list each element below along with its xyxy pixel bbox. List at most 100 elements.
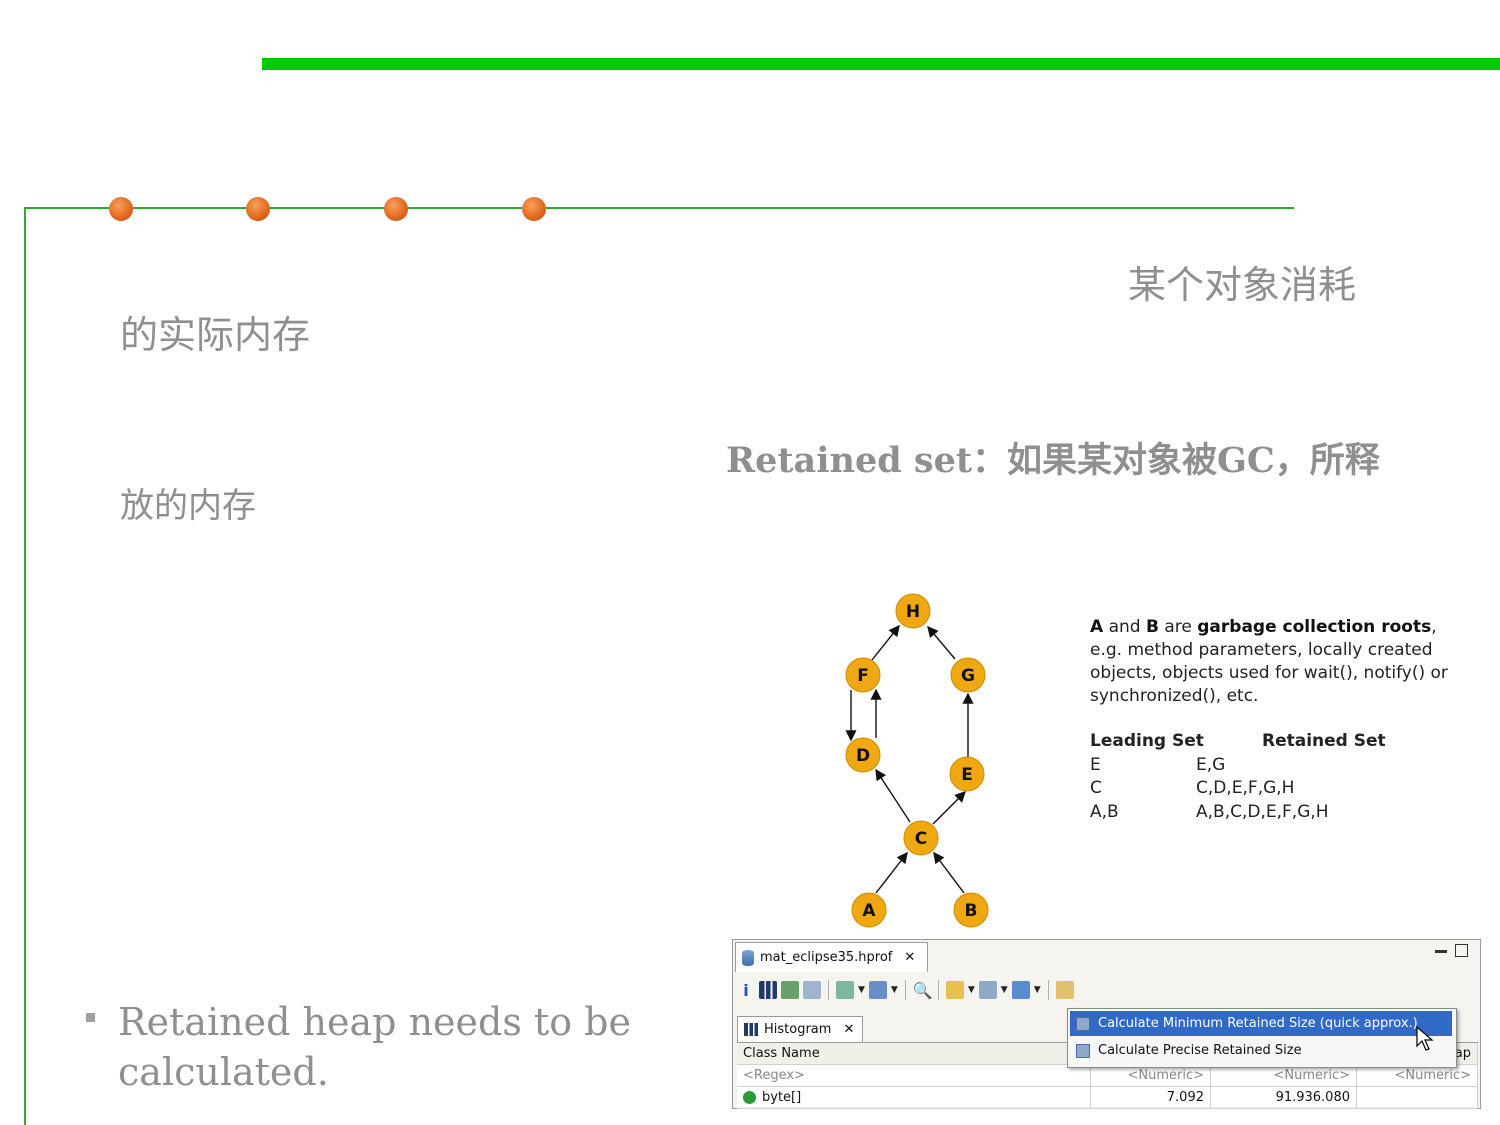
numeric-filter-input[interactable]: <Numeric> — [1211, 1065, 1357, 1086]
timeline-dot — [109, 197, 133, 221]
maximize-icon[interactable] — [1455, 944, 1468, 957]
retained-cell: C,D,E,F,G,H — [1196, 778, 1295, 798]
desc-rest: e.g. method parameters, locally created … — [1090, 640, 1448, 706]
toolbar-separator — [1047, 980, 1049, 1000]
export-icon[interactable] — [1011, 981, 1030, 999]
objects-cell: 7.092 — [1091, 1087, 1211, 1108]
search-icon[interactable]: 🔍 — [912, 981, 933, 1000]
query-browser-icon[interactable] — [868, 981, 887, 999]
node-h — [895, 593, 931, 629]
mat-toolbar: i ▼ ▼ 🔍 ▼ ▼ ▼ — [737, 974, 1457, 1006]
node-a-label: A — [862, 901, 876, 921]
timeline-dot — [246, 197, 270, 221]
node-g — [950, 657, 986, 693]
minimize-icon[interactable] — [1435, 950, 1447, 953]
menu-item-label: Calculate Precise Retained Size — [1098, 1043, 1302, 1058]
timeline-line — [24, 207, 1294, 209]
leading-cell: C — [1090, 778, 1102, 798]
node-b-label: B — [965, 901, 978, 921]
node-f — [845, 657, 881, 693]
menu-item-precise-retained[interactable]: Calculate Precise Retained Size — [1070, 1038, 1452, 1063]
dropdown-arrow-icon[interactable]: ▼ — [890, 985, 898, 995]
edge-f-h — [871, 624, 900, 661]
object-graph: H F G D E C A B — [845, 593, 989, 928]
node-c-label: C — [915, 829, 927, 849]
node-e — [949, 756, 985, 792]
node-g-label: G — [961, 666, 975, 686]
class-name: byte[] — [762, 1090, 802, 1105]
info-icon[interactable]: i — [743, 980, 749, 1000]
node-d-label: D — [856, 746, 870, 766]
table-row[interactable]: byte[] 7.092 91.936.080 — [737, 1087, 1478, 1109]
node-d — [845, 737, 881, 773]
table-row: A,B A,B,C,D,E,F,G,H — [1090, 801, 1386, 825]
dominator-tree-icon[interactable] — [781, 981, 799, 999]
desc-a: A — [1090, 617, 1104, 637]
calculator-icon — [1076, 1043, 1090, 1058]
class-name-cell: byte[] — [737, 1087, 1091, 1108]
cjk-text-left-2: 放的内存 — [120, 486, 256, 526]
node-f-label: F — [857, 666, 869, 686]
group-by-icon[interactable] — [945, 981, 964, 999]
filter-row: <Regex> <Numeric> <Numeric> <Numeric> — [737, 1065, 1478, 1087]
heap-dump-icon — [742, 949, 754, 966]
calculator-icon — [1076, 1016, 1090, 1031]
close-icon[interactable]: ✕ — [904, 950, 916, 965]
regex-filter-input[interactable]: <Regex> — [737, 1065, 1091, 1086]
numeric-filter-input[interactable]: <Numeric> — [1091, 1065, 1211, 1086]
edge-a-c — [875, 851, 908, 894]
mouse-cursor-icon — [1416, 1026, 1434, 1051]
header-leading-set: Leading Set — [1090, 731, 1204, 751]
close-icon[interactable]: ✕ — [843, 1022, 855, 1037]
retained-set-heading: Retained set：如果某对象被GC，所释 — [726, 440, 1380, 481]
node-b — [953, 892, 989, 928]
column-header[interactable]: Class Name — [737, 1043, 1091, 1064]
oql-icon[interactable] — [803, 981, 821, 999]
header-retained-set: Retained Set — [1262, 731, 1386, 751]
dropdown-arrow-icon[interactable]: ▼ — [1000, 985, 1008, 995]
class-icon — [743, 1091, 756, 1104]
column-header[interactable]: ap — [1357, 1043, 1478, 1064]
reports-icon[interactable] — [836, 981, 854, 999]
desc-comma: , — [1431, 617, 1437, 637]
dropdown-arrow-icon[interactable]: ▼ — [858, 985, 865, 995]
window-controls — [1435, 944, 1468, 957]
shallow-heap-cell: 91.936.080 — [1211, 1087, 1357, 1108]
histogram-icon — [744, 1023, 758, 1036]
node-e-label: E — [961, 765, 973, 785]
top-accent-bar — [262, 58, 1500, 70]
edge-b-c — [933, 851, 965, 894]
desc-and: and — [1103, 617, 1146, 637]
table-row: C C,D,E,F,G,H — [1090, 777, 1386, 801]
timeline-dot — [384, 197, 408, 221]
histogram-icon[interactable] — [759, 981, 777, 999]
bullet-mark — [86, 1013, 95, 1022]
cjk-text-left-1: 的实际内存 — [120, 313, 311, 357]
tab-histogram-label: Histogram — [764, 1022, 832, 1037]
editor-tab[interactable]: mat_eclipse35.hprof ✕ — [735, 942, 928, 972]
gc-roots-description: A and B are garbage collection roots, e.… — [1090, 616, 1490, 708]
edge-g-h — [927, 625, 956, 660]
left-border-line — [24, 207, 26, 1125]
tab-histogram[interactable]: Histogram ✕ — [737, 1016, 863, 1042]
menu-item-label: Calculate Minimum Retained Size (quick a… — [1098, 1016, 1418, 1031]
compare-icon[interactable] — [1055, 981, 1074, 999]
calculator-icon[interactable] — [978, 981, 997, 999]
menu-item-minimum-retained[interactable]: Calculate Minimum Retained Size (quick a… — [1070, 1011, 1452, 1036]
retained-cell: A,B,C,D,E,F,G,H — [1196, 801, 1329, 822]
retained-cell: E,G — [1196, 754, 1226, 775]
dropdown-arrow-icon[interactable]: ▼ — [1033, 985, 1041, 995]
leading-cell: E — [1090, 754, 1101, 775]
desc-are: are — [1158, 617, 1198, 637]
timeline-dot — [522, 197, 546, 221]
table-row: E E,G — [1090, 754, 1386, 778]
toolbar-separator — [937, 980, 939, 1000]
edge-c-d — [875, 768, 911, 823]
table-header: Leading Set Retained Set — [1090, 730, 1386, 754]
toolbar-separator — [828, 980, 829, 1000]
dropdown-arrow-icon[interactable]: ▼ — [967, 985, 975, 995]
desc-b: B — [1145, 617, 1159, 637]
node-c — [903, 820, 939, 856]
retained-heap-cell — [1357, 1087, 1478, 1108]
numeric-filter-input[interactable]: <Numeric> — [1357, 1065, 1478, 1086]
